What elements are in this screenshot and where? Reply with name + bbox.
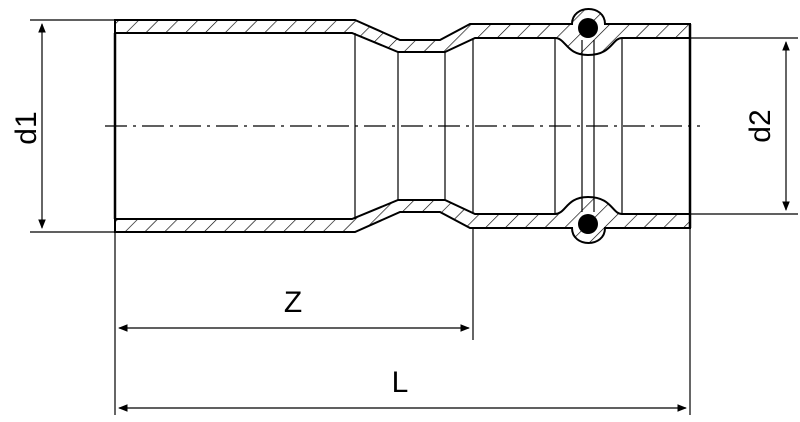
o-ring-seal-top [578, 18, 598, 38]
l-label: L [392, 366, 409, 399]
o-ring-seal-bottom [578, 214, 598, 234]
d2-label: d2 [744, 109, 777, 142]
bottom-wall-section [114, 195, 691, 244]
top-wall-section [114, 8, 691, 57]
z-label: Z [284, 286, 302, 319]
d1-label: d1 [10, 111, 43, 144]
